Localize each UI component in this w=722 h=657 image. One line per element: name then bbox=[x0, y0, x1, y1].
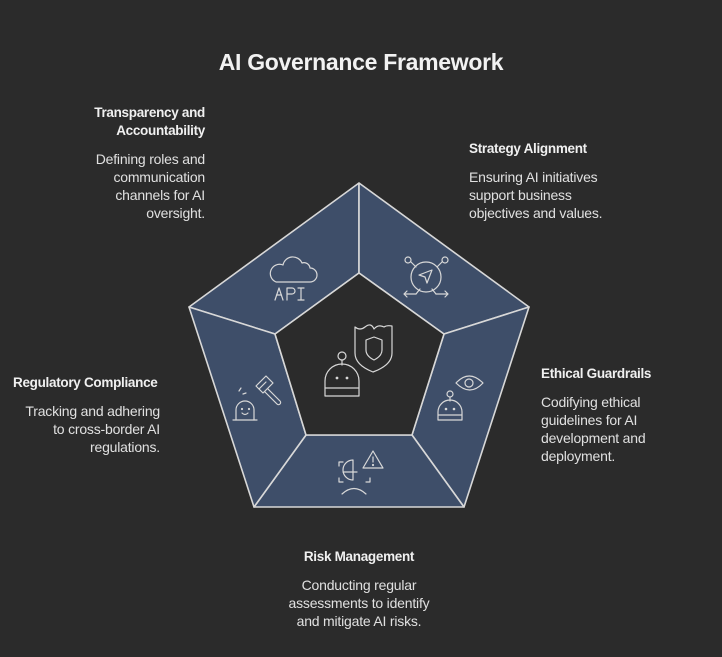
label-strategy: Strategy Alignment Ensuring AI initiativ… bbox=[469, 140, 689, 222]
robot-eye-icon bbox=[437, 375, 484, 421]
navigation-compass-icon bbox=[403, 256, 449, 298]
description-transparency: Defining roles and communication channel… bbox=[95, 151, 205, 221]
shield-icon bbox=[354, 324, 393, 373]
heading-ethical: Ethical Guardrails bbox=[541, 366, 652, 381]
label-ethical: Ethical Guardrails Codifying ethical gui… bbox=[541, 365, 711, 465]
label-regulatory: Regulatory Compliance Tracking and adher… bbox=[13, 374, 173, 456]
heading-transparency: Transparency and Accountability bbox=[94, 105, 205, 138]
center-pentagon bbox=[274, 272, 445, 436]
description-regulatory: Tracking and adhering to cross-border AI… bbox=[25, 403, 160, 455]
description-strategy: Ensuring AI initiatives support business… bbox=[469, 169, 603, 221]
heading-regulatory: Regulatory Compliance bbox=[13, 375, 158, 390]
description-ethical: Codifying ethical guidelines for AI deve… bbox=[541, 394, 646, 464]
cloud-api-icon bbox=[269, 256, 318, 301]
diagram-title: AI Governance Framework bbox=[218, 49, 504, 75]
risk-warning-icon bbox=[338, 450, 384, 495]
heading-risk: Risk Management bbox=[303, 549, 415, 564]
robot-icon bbox=[324, 351, 360, 397]
heading-strategy: Strategy Alignment bbox=[469, 141, 587, 156]
label-risk: Risk Management Conducting regular asses… bbox=[239, 548, 479, 630]
label-transparency: Transparency and Accountability Defining… bbox=[5, 104, 205, 222]
gavel-icon bbox=[232, 375, 282, 421]
description-risk: Conducting regular assessments to identi… bbox=[288, 577, 430, 629]
